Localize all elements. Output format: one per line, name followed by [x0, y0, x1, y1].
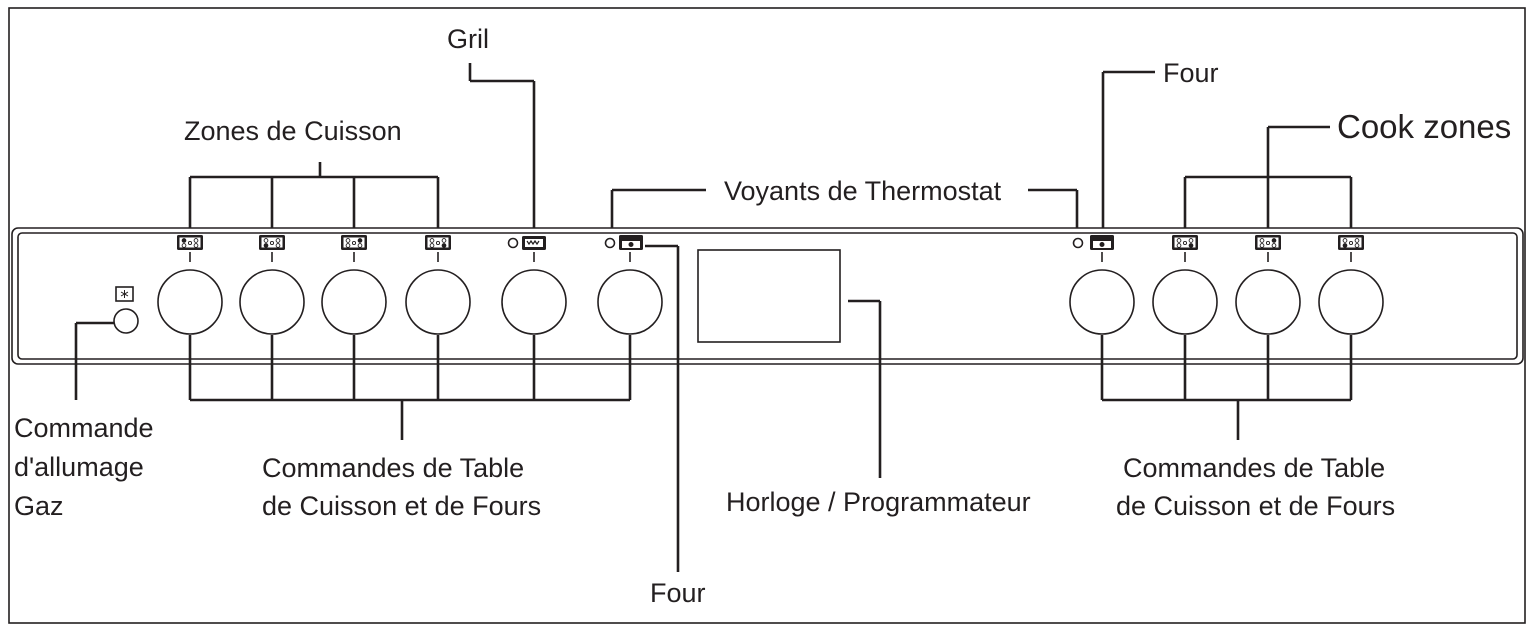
four-top-leader [1101, 70, 1155, 228]
indicator-light-icon [604, 237, 616, 249]
control-knob-1[interactable] [157, 269, 223, 335]
label-commande-line-3: Gaz [14, 491, 64, 521]
label-horloge: Horloge / Programmateur [726, 487, 1031, 517]
four-bottom-leader [645, 244, 680, 572]
label-commandes-left-line-1: Commandes de Table [262, 453, 524, 483]
control-panel-inner [17, 232, 1518, 360]
cook-zones-bracket [1183, 125, 1353, 228]
label-four-top: Four [1163, 58, 1219, 88]
knob-ticks [189, 252, 1352, 262]
cook-zone-icon [341, 235, 367, 250]
cook-zone-icon [1255, 235, 1281, 250]
cook-zone-icon [177, 235, 203, 250]
knobs [157, 269, 1384, 335]
control-knob-9[interactable] [1235, 269, 1301, 335]
gril-leader [468, 63, 536, 228]
commandes-right-bracket [1100, 335, 1353, 440]
cook-zone-icon [1172, 235, 1198, 250]
label-commandes-right-line-2: de Cuisson et de Fours [1116, 491, 1395, 521]
label-commande-line-2: d'allumage [14, 452, 144, 482]
ignition-spark-icon [115, 286, 134, 302]
voyants-leader [610, 188, 1079, 228]
control-knob-7[interactable] [1069, 269, 1135, 335]
control-knob-2[interactable] [239, 269, 305, 335]
indicator-light-icon [507, 237, 519, 249]
grill-icon [522, 236, 546, 250]
label-commandes-right-line-1: Commandes de Table [1123, 453, 1385, 483]
control-knob-4[interactable] [405, 269, 471, 335]
control-knob-10[interactable] [1318, 269, 1384, 335]
control-knob-5[interactable] [501, 269, 567, 335]
label-four-bottom: Four [650, 578, 706, 608]
zones-de-cuisson-bracket [188, 162, 440, 228]
outer-frame [8, 7, 1526, 624]
oven-icon [619, 235, 643, 250]
ignition-knob[interactable] [113, 308, 139, 334]
cook-zone-icon [425, 235, 451, 250]
control-knob-6[interactable] [597, 269, 663, 335]
label-gril: Gril [447, 24, 489, 54]
control-knob-3[interactable] [321, 269, 387, 335]
zone-symbols [177, 235, 1364, 250]
control-panel [11, 227, 1524, 365]
label-zones-de-cuisson: Zones de Cuisson [184, 116, 402, 146]
commande-allumage-leader [74, 321, 114, 400]
cook-zone-icon [1338, 235, 1364, 250]
label-commande-line-1: Commande [14, 413, 154, 443]
control-knob-8[interactable] [1152, 269, 1218, 335]
label-cook-zones: Cook zones [1337, 108, 1511, 145]
oven-icon [1090, 235, 1114, 250]
clock-display[interactable] [697, 249, 841, 343]
cook-zone-icon [259, 235, 285, 250]
horloge-leader [848, 299, 882, 478]
label-commandes-left-line-2: de Cuisson et de Fours [262, 491, 541, 521]
indicator-light-icon [1072, 237, 1084, 249]
commandes-left-bracket [188, 335, 632, 440]
label-voyants-de-thermostat: Voyants de Thermostat [724, 176, 1002, 206]
